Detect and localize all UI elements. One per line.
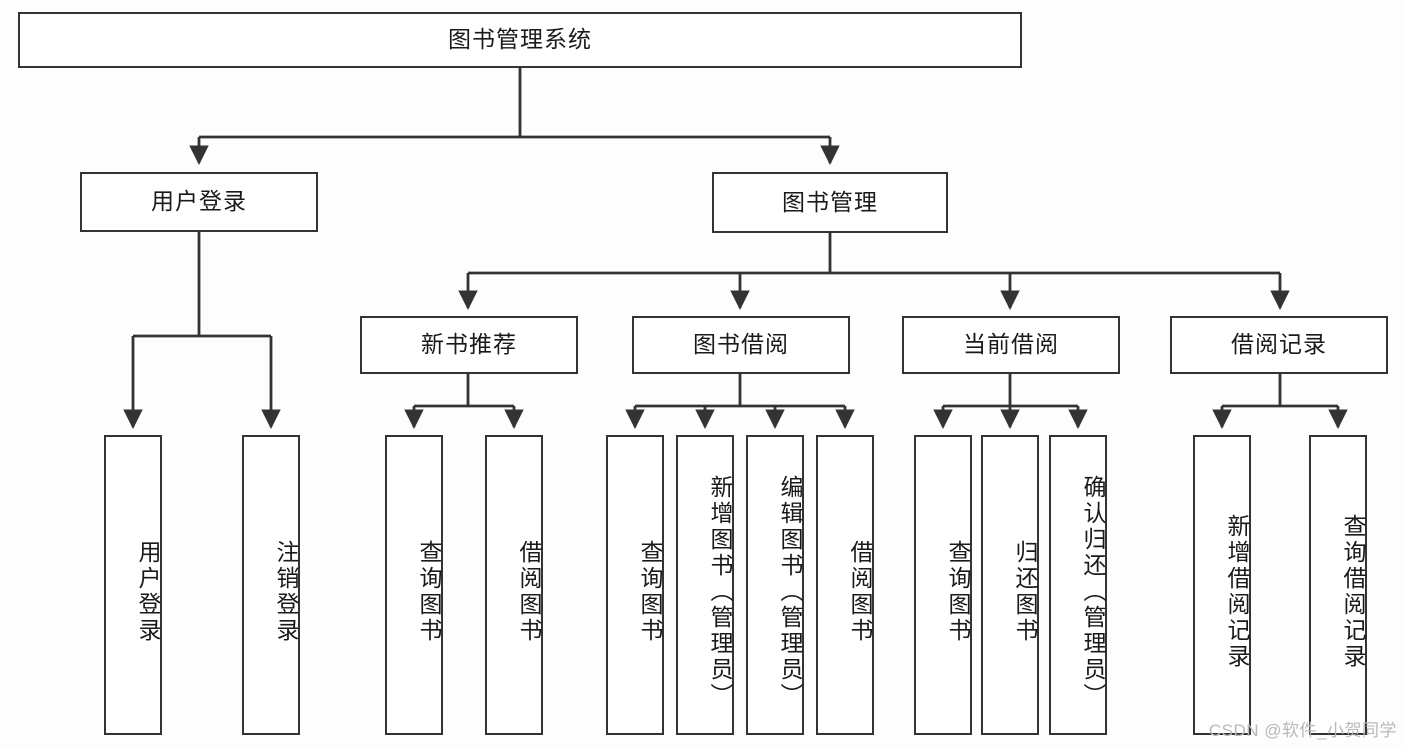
node-label: 借阅图书 (516, 540, 542, 644)
node-label: 图书管理 (782, 188, 878, 215)
leaf-borrow-borrow-book[interactable]: 借阅图书 (816, 435, 874, 735)
leaf-record-query-record[interactable]: 查询借阅记录 (1309, 435, 1367, 735)
node-user-login[interactable]: 用户登录 (80, 172, 318, 232)
node-label: 用户登录 (135, 540, 161, 644)
node-label: 图书借阅 (693, 331, 789, 358)
node-label: 借阅记录 (1231, 331, 1327, 358)
leaf-user-login-signout[interactable]: 注销登录 (242, 435, 300, 735)
node-label: 查询图书 (416, 540, 442, 644)
node-label: 借阅图书 (847, 540, 873, 644)
leaf-user-login-signin[interactable]: 用户登录 (104, 435, 162, 735)
node-borrow-record[interactable]: 借阅记录 (1170, 316, 1388, 374)
leaf-borrow-query-book[interactable]: 查询图书 (606, 435, 664, 735)
node-label: 新书推荐 (421, 331, 517, 358)
node-label: 查询借阅记录 (1340, 514, 1366, 670)
leaf-recommend-query-book[interactable]: 查询图书 (385, 435, 443, 735)
csdn-watermark: CSDN @软件_小贺同学 (1208, 721, 1397, 740)
node-label: 用户登录 (151, 188, 247, 215)
node-label: 注销登录 (273, 540, 299, 644)
node-book-management[interactable]: 图书管理 (712, 172, 948, 233)
node-label: 图书管理系统 (448, 26, 592, 53)
leaf-record-add-record[interactable]: 新增借阅记录 (1193, 435, 1251, 735)
node-new-book-recommend[interactable]: 新书推荐 (360, 316, 578, 374)
node-root-system[interactable]: 图书管理系统 (18, 12, 1022, 68)
leaf-current-return-book[interactable]: 归还图书 (981, 435, 1039, 735)
node-label: 新增借阅记录 (1224, 514, 1250, 670)
leaf-recommend-borrow-book[interactable]: 借阅图书 (485, 435, 543, 735)
leaf-borrow-edit-book-admin[interactable]: 编辑图书（管理员） (746, 435, 804, 735)
node-label: 编辑图书（管理员） (777, 475, 803, 709)
node-label: 确认归还（管理员） (1080, 475, 1106, 709)
leaf-current-query-book[interactable]: 查询图书 (914, 435, 972, 735)
node-label: 当前借阅 (963, 331, 1059, 358)
node-label: 新增图书（管理员） (707, 475, 733, 709)
leaf-borrow-add-book-admin[interactable]: 新增图书（管理员） (676, 435, 734, 735)
node-book-borrow[interactable]: 图书借阅 (632, 316, 850, 374)
node-current-borrow[interactable]: 当前借阅 (902, 316, 1120, 374)
leaf-current-confirm-return-admin[interactable]: 确认归还（管理员） (1049, 435, 1107, 735)
node-label: 查询图书 (637, 540, 663, 644)
node-label: 查询图书 (945, 540, 971, 644)
node-label: 归还图书 (1012, 540, 1038, 644)
